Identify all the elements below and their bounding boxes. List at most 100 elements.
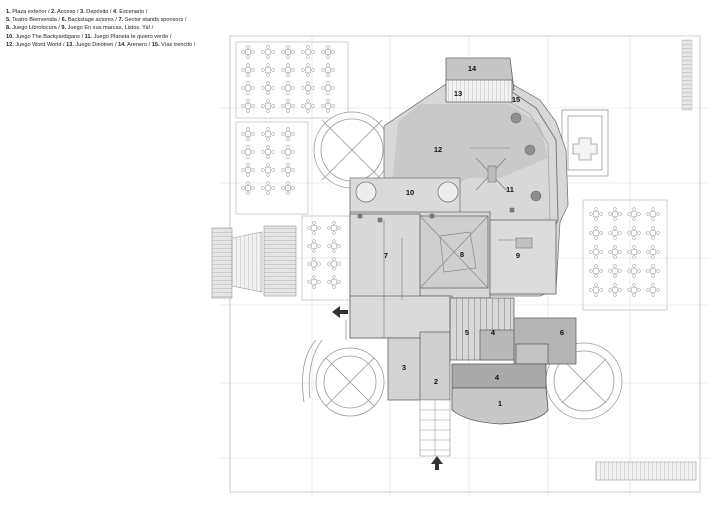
chair-icon	[306, 91, 310, 95]
chair-icon	[286, 173, 290, 177]
chair-icon	[286, 63, 290, 67]
chair-icon	[312, 221, 316, 225]
table-icon	[265, 67, 271, 73]
legend-number: 4.	[113, 9, 118, 15]
left-stairs	[211, 225, 297, 299]
table-icon	[593, 287, 599, 293]
legend-number: 1.	[6, 9, 11, 15]
chair-icon	[261, 186, 265, 190]
chair-icon	[286, 73, 290, 77]
chair-icon	[286, 145, 290, 149]
table-icon	[245, 131, 251, 137]
chair-icon	[311, 50, 315, 54]
legend-name: Juego The Backyardigans	[15, 33, 80, 40]
chair-icon	[301, 104, 305, 108]
room-label-2: 2	[434, 377, 438, 386]
table-icon	[311, 225, 317, 231]
chair-icon	[646, 288, 650, 292]
chair-icon	[312, 285, 316, 289]
chair-icon	[306, 109, 310, 113]
chair-icon	[266, 127, 270, 131]
chair-icon	[589, 269, 593, 273]
chair-icon	[646, 269, 650, 273]
chair-icon	[266, 191, 270, 195]
lower-left-rooms	[349, 295, 451, 401]
table-icon	[593, 211, 599, 217]
table-icon	[265, 103, 271, 109]
chair-icon	[321, 104, 325, 108]
chair-icon	[618, 212, 622, 216]
chair-icon	[589, 231, 593, 235]
table-icon	[331, 261, 337, 267]
chair-icon	[312, 257, 316, 261]
chair-icon	[246, 91, 250, 95]
table-icon	[612, 268, 618, 274]
table-icon	[285, 85, 291, 91]
chair-icon	[599, 269, 603, 273]
chair-icon	[651, 264, 655, 268]
room-label-6: 6	[560, 328, 564, 337]
chair-icon	[637, 231, 641, 235]
chair-icon	[241, 86, 245, 90]
chair-icon	[332, 285, 336, 289]
chair-icon	[281, 132, 285, 136]
table-icon	[612, 211, 618, 217]
chair-icon	[613, 245, 617, 249]
chair-icon	[326, 63, 330, 67]
chair-icon	[613, 274, 617, 278]
chair-icon	[266, 73, 270, 77]
table-icon	[285, 131, 291, 137]
chair-icon	[291, 104, 295, 108]
chair-icon	[613, 217, 617, 221]
chair-icon	[286, 181, 290, 185]
chair-icon	[599, 212, 603, 216]
chair-icon	[261, 168, 265, 172]
chair-icon	[637, 250, 641, 254]
chair-icon	[266, 181, 270, 185]
chair-icon	[266, 163, 270, 167]
chair-icon	[608, 269, 612, 273]
chair-icon	[332, 267, 336, 271]
room-label-12: 12	[434, 145, 442, 154]
dome-top-left	[313, 111, 391, 189]
chair-icon	[332, 221, 336, 225]
table-icon	[305, 49, 311, 55]
chair-icon	[246, 173, 250, 177]
chair-icon	[331, 104, 335, 108]
table-icon	[245, 85, 251, 91]
chair-icon	[656, 250, 660, 254]
chair-icon	[246, 45, 250, 49]
legend-line: 5. Teatro Bienvenida / 6. Backstage acto…	[6, 17, 187, 24]
room-label-9: 9	[516, 251, 520, 260]
chair-icon	[627, 288, 631, 292]
entry-arrows	[332, 306, 443, 470]
legend-name: Juego Dinotren	[75, 41, 114, 48]
room-label-8: 8	[460, 250, 464, 259]
chair-icon	[637, 269, 641, 273]
legend-name: Acceso	[57, 9, 76, 15]
top-right-stairs	[681, 39, 693, 111]
chair-icon	[246, 81, 250, 85]
chair-icon	[332, 249, 336, 253]
chair-icon	[327, 280, 331, 284]
chair-icon	[241, 104, 245, 108]
chair-icon	[594, 293, 598, 297]
table-icon	[331, 225, 337, 231]
room-label-4b: 4	[495, 373, 500, 382]
chair-icon	[594, 283, 598, 287]
table-icon	[311, 261, 317, 267]
chair-icon	[627, 212, 631, 216]
chair-icon	[312, 239, 316, 243]
legend-number: 9.	[61, 25, 67, 32]
chair-icon	[594, 236, 598, 240]
table-icon	[331, 243, 337, 249]
table-icon	[265, 85, 271, 91]
chair-icon	[271, 68, 275, 72]
chair-icon	[286, 81, 290, 85]
chair-icon	[306, 45, 310, 49]
dome-bottom-left	[302, 339, 385, 417]
legend-name: Juego Word World	[15, 41, 62, 48]
chair-icon	[286, 109, 290, 113]
chair-icon	[261, 104, 265, 108]
legend-name: Depósito	[86, 9, 109, 15]
